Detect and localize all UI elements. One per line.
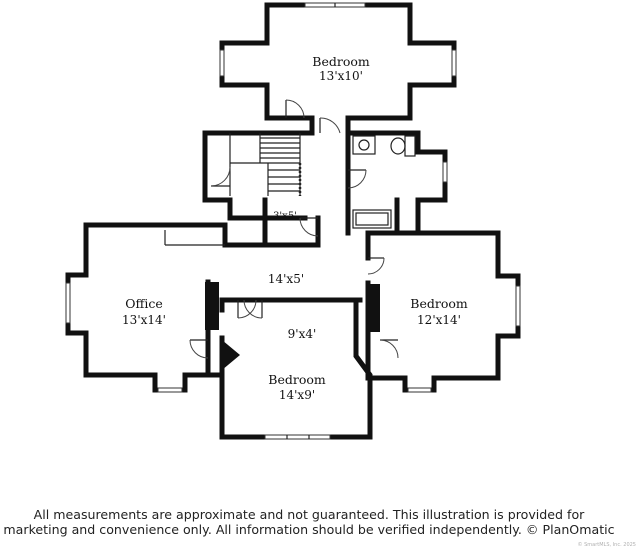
window-top-right bbox=[451, 49, 457, 77]
wall-top-bedroom bbox=[219, 2, 457, 136]
room-dims-closet: 3'x5' bbox=[273, 211, 297, 222]
room-label-bedroom-top: Bedroom bbox=[312, 54, 370, 69]
window-office-bottom bbox=[157, 387, 183, 393]
disclaimer-line-2: marketing and convenience only. All info… bbox=[3, 522, 615, 537]
room-dims-bedroom-right: 12'x14' bbox=[417, 313, 461, 327]
disclaimer-line-1: All measurements are approximate and not… bbox=[33, 507, 585, 522]
wall-closet bbox=[262, 197, 321, 248]
wall-bathroom bbox=[345, 130, 448, 236]
room-label-office: Office bbox=[125, 296, 163, 311]
door-swings bbox=[189, 99, 399, 359]
window-office-left bbox=[65, 282, 71, 324]
window-bath bbox=[442, 161, 448, 183]
closet-solid-left bbox=[205, 282, 219, 330]
closet-solid-corner bbox=[222, 340, 240, 370]
room-label-bedroom-bottom: Bedroom bbox=[268, 372, 326, 387]
closet-solid-right bbox=[366, 284, 380, 332]
room-dims-hall: 14'x5' bbox=[268, 272, 304, 286]
toilet-bowl bbox=[390, 137, 406, 155]
room-label-bedroom-right: Bedroom bbox=[410, 296, 468, 311]
disclaimer: All measurements are approximate and not… bbox=[0, 507, 618, 537]
room-dims-office: 13'x14' bbox=[122, 313, 166, 327]
toilet-tank bbox=[404, 135, 416, 157]
window-right-bedroom-bottom bbox=[407, 387, 432, 393]
wall-right-bedroom bbox=[365, 230, 521, 393]
window-top-left bbox=[219, 49, 225, 77]
sink-bowl bbox=[358, 139, 370, 151]
window-bottom-bedroom bbox=[264, 434, 331, 440]
room-dims-small-hall: 9'x4' bbox=[288, 327, 317, 341]
window-right-bedroom-side bbox=[515, 285, 521, 327]
bathtub bbox=[352, 209, 392, 229]
wall-bottom-bedroom bbox=[219, 297, 373, 440]
bathtub-inner bbox=[355, 212, 389, 226]
wall-stair bbox=[202, 130, 315, 221]
room-dims-bedroom-bottom: 14'x9' bbox=[279, 388, 315, 402]
wall-office bbox=[65, 222, 228, 393]
room-dims-bedroom-top: 13'x10' bbox=[319, 69, 363, 83]
watermark: © SmartMLS, Inc. 2025 bbox=[577, 542, 636, 548]
sink bbox=[352, 135, 376, 155]
stair-treads bbox=[230, 133, 301, 196]
